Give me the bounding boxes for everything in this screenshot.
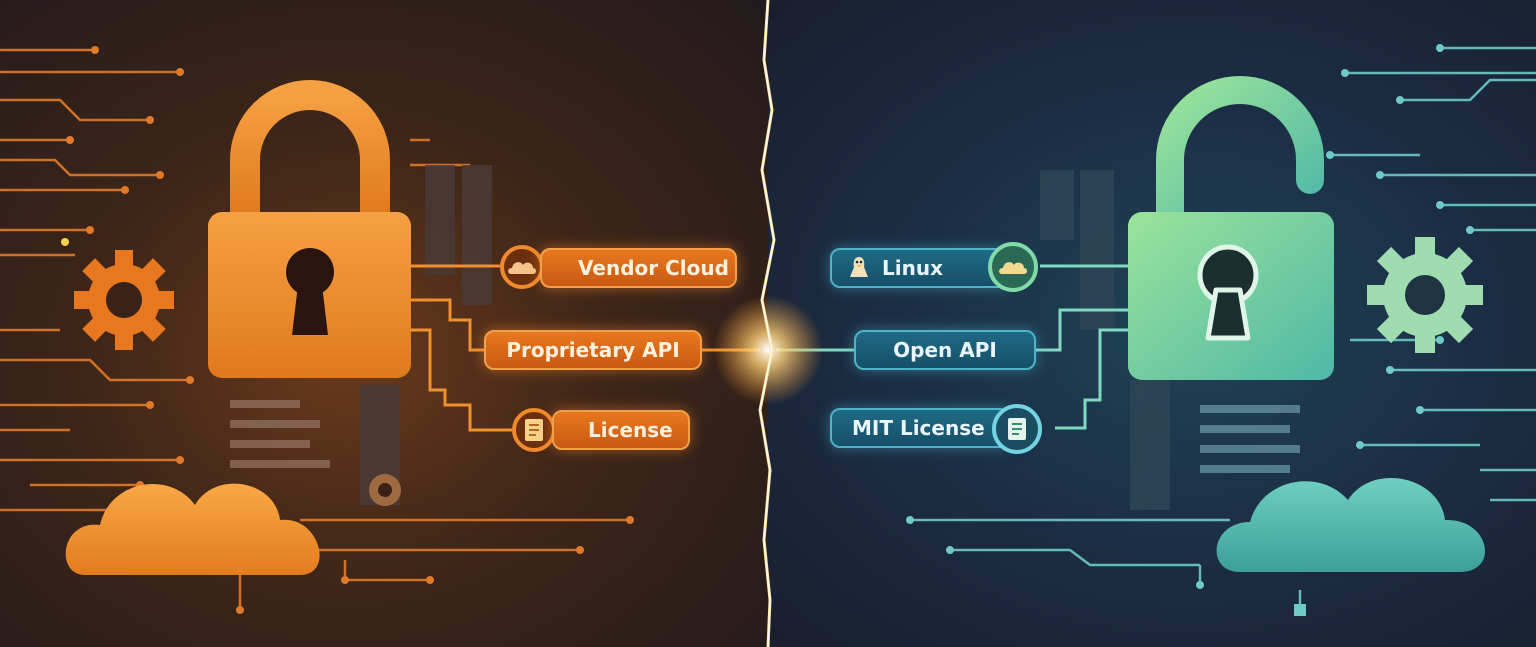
document-icon: [1008, 418, 1026, 440]
vendor-cloud-text: Vendor Cloud: [578, 256, 729, 280]
cloud-icon: [508, 262, 536, 274]
gear-icon: [74, 250, 174, 350]
document-badge: [992, 404, 1042, 454]
document-icon: [525, 419, 543, 441]
cloud-badge: [988, 242, 1038, 292]
open-api-label: Open API: [854, 330, 1036, 370]
cloud-icon: [1216, 477, 1486, 572]
mit-license-text: MIT License: [852, 416, 985, 440]
open-api-text: Open API: [893, 338, 997, 362]
linux-label: Linux: [830, 248, 1010, 288]
gear-icon: [1367, 237, 1483, 353]
license-label: License: [552, 410, 690, 450]
mit-license-label: MIT License: [830, 408, 1010, 448]
small-gear-icon: [369, 474, 401, 506]
right-server-rack: [1040, 170, 1300, 510]
locked-padlock-icon: [208, 80, 411, 378]
right-circuit-traces: [910, 46, 1536, 610]
unlocked-padlock-icon: [1128, 76, 1334, 380]
left-circuit-nodes: [61, 46, 634, 614]
right-circuit-nodes: [906, 44, 1474, 616]
left-circuit-traces: [0, 48, 630, 610]
proprietary-api-label: Proprietary API: [484, 330, 702, 370]
cloud-icon: [999, 262, 1027, 274]
proprietary-api-text: Proprietary API: [506, 338, 680, 362]
vendor-cloud-label: Vendor Cloud: [540, 248, 737, 288]
cloud-icon: [65, 483, 320, 575]
lightning-divider: [713, 0, 823, 647]
cloud-badge: [500, 245, 544, 289]
document-badge: [512, 408, 556, 452]
penguin-icon: [850, 257, 868, 277]
license-text: License: [588, 418, 673, 442]
linux-text: Linux: [882, 256, 943, 280]
